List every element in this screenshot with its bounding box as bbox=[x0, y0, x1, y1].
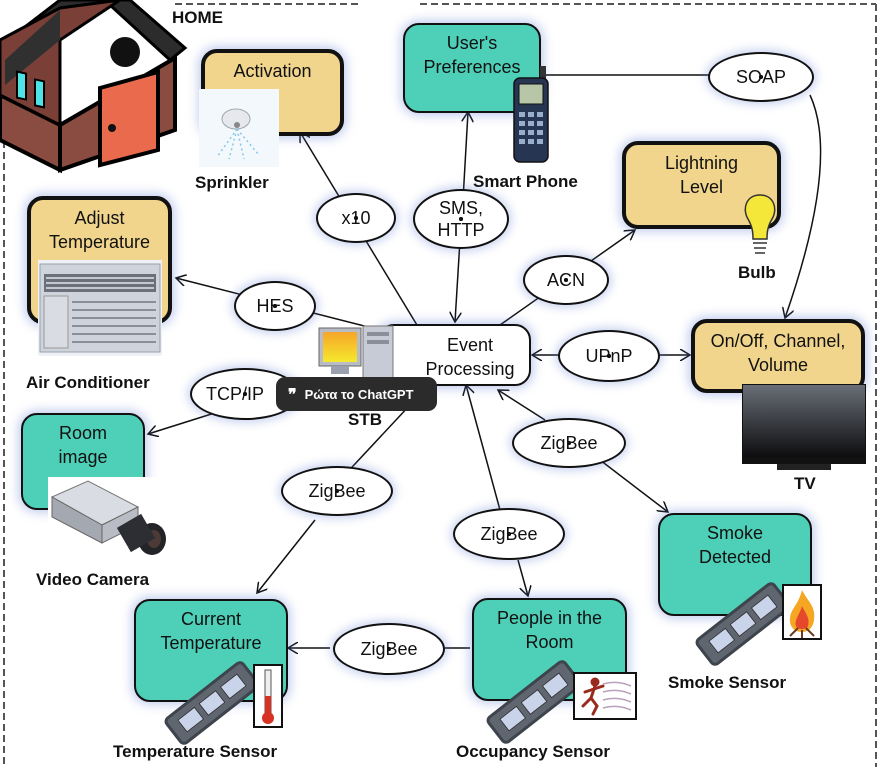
edge-zigbee-temp bbox=[257, 519, 316, 593]
air-conditioner-label: Air Conditioner bbox=[26, 373, 150, 392]
stb-label: STB bbox=[348, 410, 382, 429]
users-preferences-text: User's Preferences bbox=[423, 33, 521, 77]
tv-icon bbox=[742, 384, 866, 470]
air-conditioner-icon bbox=[38, 260, 162, 356]
protocol-cloud-upnp[interactable]: UPnP bbox=[558, 330, 660, 382]
edge-soap-tv bbox=[785, 94, 822, 318]
lightning-level-text: Lightning Level bbox=[664, 153, 739, 197]
frame-border bbox=[3, 3, 877, 767]
upnp-label: UPnP bbox=[585, 346, 633, 366]
running-person-icon bbox=[573, 672, 637, 720]
protocol-cloud-x10[interactable]: x10 bbox=[316, 193, 396, 243]
adjust-temperature-text: Adjust Temperature bbox=[48, 208, 151, 252]
thermometer-icon bbox=[253, 664, 283, 728]
occupancy-sensor-label: Occupancy Sensor bbox=[456, 742, 611, 761]
protocol-cloud-hes[interactable]: HES bbox=[234, 281, 316, 331]
x10-label: x10 bbox=[341, 208, 371, 228]
video-camera-label: Video Camera bbox=[36, 570, 150, 589]
tcpip-label: TCP/IP bbox=[205, 384, 264, 404]
bulb-icon bbox=[744, 194, 776, 254]
protocol-cloud-soap[interactable]: SOAP bbox=[708, 52, 814, 102]
protocol-cloud-zigbee-link[interactable]: ZigBee bbox=[333, 623, 445, 675]
tv-controls-text: On/Off, Channel, Volume bbox=[710, 331, 846, 375]
home-title: HOME bbox=[172, 8, 223, 27]
current-temperature-text: Current Temperature bbox=[160, 609, 262, 653]
event-processing-text: Event Processing bbox=[425, 335, 515, 379]
zigbee-link-label: ZigBee bbox=[360, 639, 418, 659]
sprinkler-icon bbox=[199, 89, 279, 167]
smart-phone-icon bbox=[513, 66, 549, 163]
edge-zigbee-smoke bbox=[599, 459, 668, 512]
zigbee-occupancy-label: ZigBee bbox=[480, 524, 538, 544]
ask-chatgpt-tooltip[interactable]: ❞ Ρώτα το ChatGPT bbox=[276, 377, 437, 411]
smoke-sensor-label: Smoke Sensor bbox=[668, 673, 787, 692]
temperature-sensor-label: Temperature Sensor bbox=[113, 742, 278, 761]
protocol-cloud-zigbee-temp[interactable]: ZigBee bbox=[281, 466, 393, 516]
hes-label: HES bbox=[256, 296, 294, 316]
edge-sms-users bbox=[463, 112, 468, 201]
edge-zigbee-people bbox=[517, 559, 528, 596]
edge-zigbee-event bbox=[498, 390, 546, 421]
activation-text: Activation bbox=[233, 61, 312, 81]
bulb-label: Bulb bbox=[738, 263, 776, 282]
tv-label: TV bbox=[794, 474, 816, 493]
protocol-cloud-acn[interactable]: ACN bbox=[523, 255, 609, 305]
protocol-cloud-sms-http[interactable]: SMS, HTTP bbox=[413, 189, 509, 249]
sms-http-label: SMS, HTTP bbox=[437, 198, 485, 240]
protocol-cloud-zigbee-occupancy[interactable]: ZigBee bbox=[453, 508, 565, 560]
room-image-text: Room image bbox=[58, 423, 108, 467]
video-camera-icon bbox=[48, 477, 168, 557]
smart-phone-label: Smart Phone bbox=[473, 172, 578, 191]
soap-label: SOAP bbox=[735, 67, 787, 87]
house-icon bbox=[0, 0, 188, 174]
sprinkler-label: Sprinkler bbox=[195, 173, 269, 192]
fire-icon bbox=[782, 584, 822, 640]
acn-label: ACN bbox=[546, 270, 585, 290]
smoke-detected-text: Smoke Detected bbox=[698, 523, 772, 567]
tv-controls-node[interactable]: On/Off, Channel, Volume bbox=[691, 319, 865, 393]
edge-sms-event bbox=[455, 239, 460, 322]
zigbee-temp-label: ZigBee bbox=[308, 481, 366, 501]
quote-icon: ❞ bbox=[288, 384, 297, 404]
event-processing-node[interactable]: Event Processing bbox=[378, 324, 531, 386]
zigbee-smoke-label: ZigBee bbox=[540, 433, 598, 453]
protocol-cloud-zigbee-smoke[interactable]: ZigBee bbox=[512, 418, 626, 468]
people-in-room-text: People in the Room bbox=[496, 608, 603, 652]
edge-occ-event bbox=[466, 385, 501, 511]
ask-chatgpt-text: Ρώτα το ChatGPT bbox=[304, 386, 414, 402]
